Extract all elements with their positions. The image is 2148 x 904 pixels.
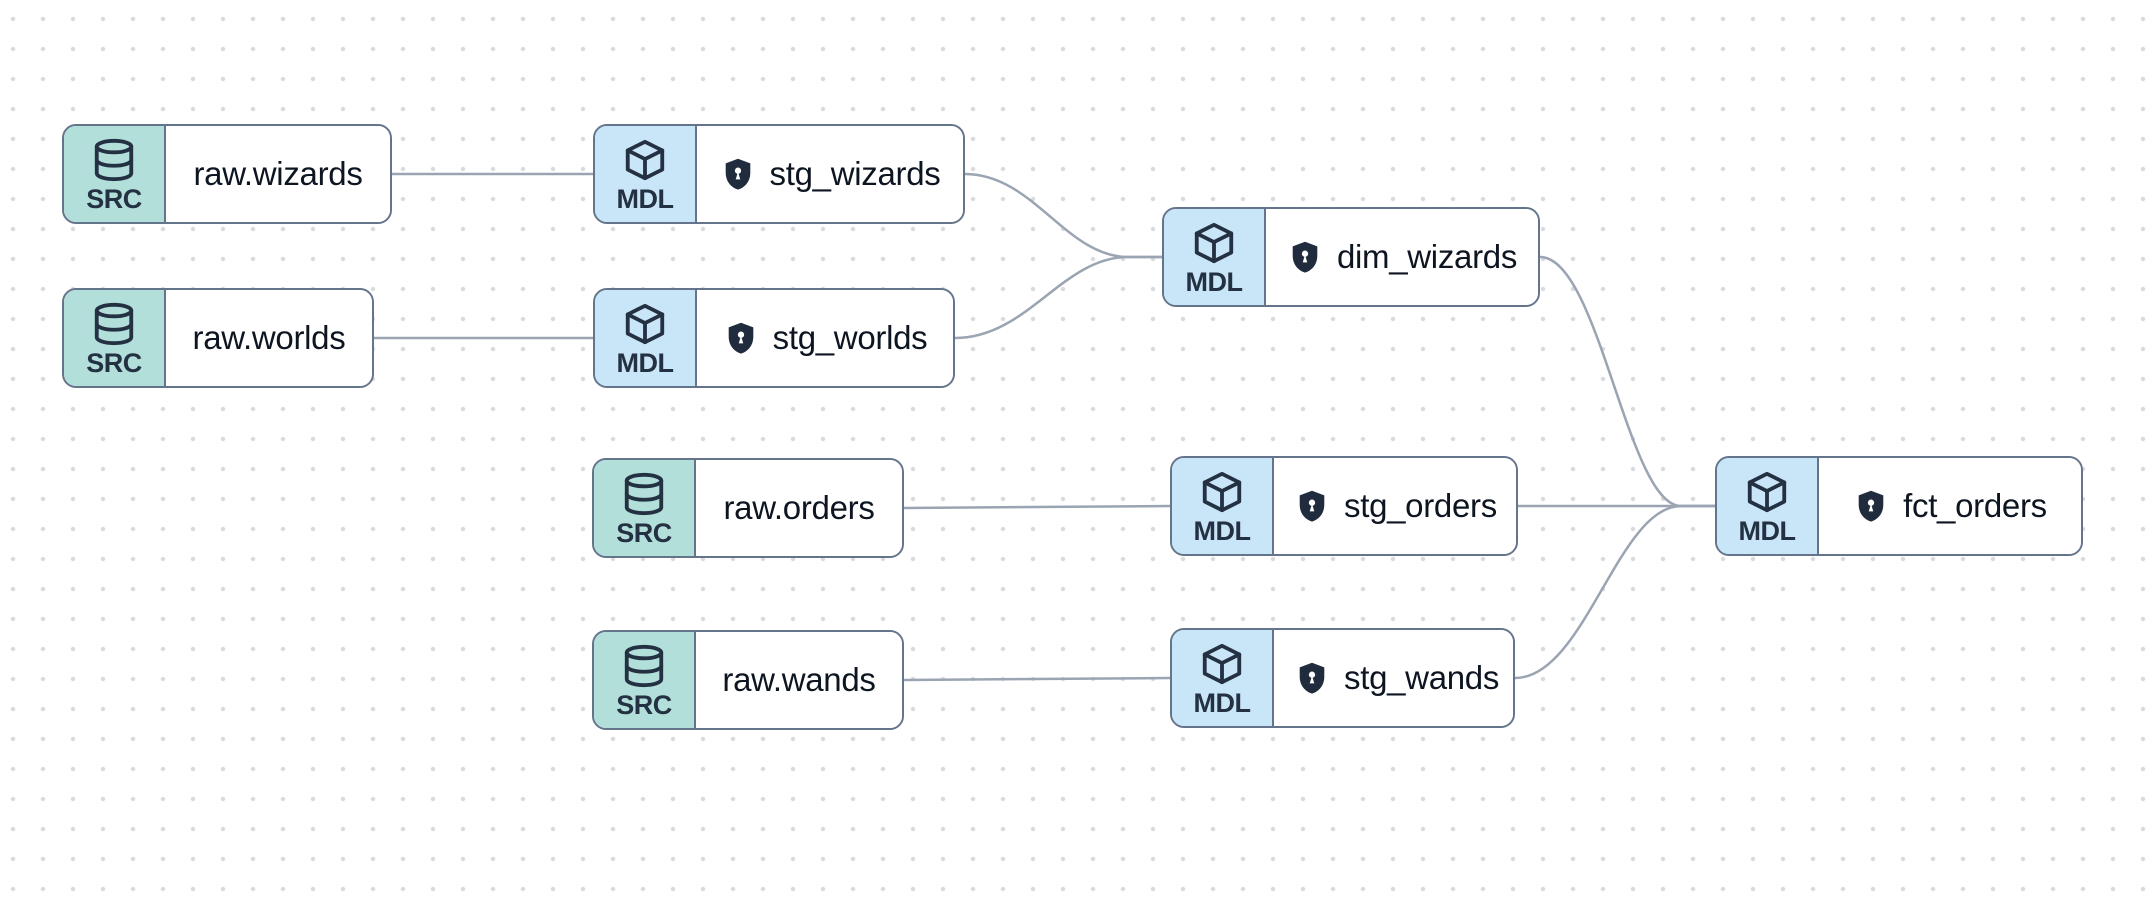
node-label: stg_wizards	[769, 155, 941, 192]
node-label-panel: raw.wizards	[166, 126, 390, 222]
node-label: raw.orders	[723, 489, 875, 526]
node-label-panel: dim_wizards	[1266, 209, 1538, 305]
node-label: stg_orders	[1344, 487, 1497, 524]
edge-stg_wands-fct_orders	[1514, 504, 1715, 680]
node-label: stg_wands	[1344, 659, 1500, 696]
node-raw_wizards[interactable]: SRC raw.wizards	[62, 124, 392, 224]
database-icon	[624, 473, 664, 516]
node-stg_orders[interactable]: MDL stg_orders	[1170, 456, 1518, 556]
node-label: stg_worlds	[772, 319, 928, 356]
node-badge-label: MDL	[616, 184, 674, 215]
node-type-panel: MDL	[1172, 458, 1274, 554]
node-raw_wands[interactable]: SRC raw.wands	[592, 630, 904, 730]
node-badge-label: MDL	[1738, 516, 1796, 547]
shield-lock-icon	[1858, 490, 1884, 522]
node-stg_wizards[interactable]: MDL stg_wizards	[593, 124, 965, 224]
node-raw_worlds[interactable]: SRC raw.worlds	[62, 288, 374, 388]
node-type-panel: SRC	[64, 126, 166, 222]
node-type-panel: MDL	[595, 290, 697, 386]
database-icon	[94, 139, 134, 182]
node-label-panel: stg_orders	[1274, 458, 1516, 554]
node-fct_orders[interactable]: MDL fct_orders	[1715, 456, 2083, 556]
node-label: raw.wizards	[193, 155, 363, 192]
database-icon	[624, 645, 664, 688]
node-label-panel: stg_worlds	[697, 290, 953, 386]
node-label-panel: stg_wizards	[697, 126, 963, 222]
node-badge-label: SRC	[86, 184, 142, 215]
node-label-panel: stg_wands	[1274, 630, 1513, 726]
node-type-panel: SRC	[594, 632, 696, 728]
edge-raw_wands-stg_wands	[903, 676, 1171, 682]
node-type-panel: MDL	[1172, 630, 1274, 726]
node-badge-label: MDL	[1193, 516, 1251, 547]
cube-icon	[1747, 472, 1787, 513]
node-label: raw.worlds	[192, 319, 346, 356]
node-label-panel: raw.worlds	[166, 290, 372, 386]
shield-lock-icon	[1299, 662, 1325, 694]
node-stg_worlds[interactable]: MDL stg_worlds	[593, 288, 955, 388]
node-badge-label: MDL	[1193, 688, 1251, 719]
edge-dim_wizards-fct_orders	[1539, 255, 1715, 508]
shield-lock-icon	[1292, 241, 1318, 273]
cube-icon	[1202, 472, 1242, 513]
node-type-panel: MDL	[595, 126, 697, 222]
node-badge-label: MDL	[1185, 267, 1243, 298]
node-badge-label: MDL	[616, 348, 674, 379]
node-badge-label: SRC	[616, 690, 672, 721]
node-type-panel: SRC	[64, 290, 166, 386]
node-stg_wands[interactable]: MDL stg_wands	[1170, 628, 1515, 728]
cube-icon	[625, 140, 665, 181]
node-label-panel: fct_orders	[1819, 458, 2081, 554]
node-dim_wizards[interactable]: MDL dim_wizards	[1162, 207, 1540, 307]
node-type-panel: SRC	[594, 460, 696, 556]
node-label-panel: raw.wands	[696, 632, 902, 728]
node-label: fct_orders	[1903, 487, 2047, 524]
shield-lock-icon	[725, 158, 750, 190]
shield-lock-icon	[1299, 490, 1325, 522]
node-label: raw.wands	[722, 661, 876, 698]
node-raw_orders[interactable]: SRC raw.orders	[592, 458, 904, 558]
edge-stg_wizards-dim_wizards	[964, 172, 1162, 259]
cube-icon	[1202, 644, 1242, 685]
node-type-panel: MDL	[1717, 458, 1819, 554]
node-type-panel: MDL	[1164, 209, 1266, 305]
edge-raw_orders-stg_orders	[903, 504, 1171, 510]
shield-lock-icon	[728, 322, 753, 354]
cube-icon	[1194, 223, 1234, 264]
node-badge-label: SRC	[616, 518, 672, 549]
node-label: dim_wizards	[1336, 238, 1518, 275]
node-label-panel: raw.orders	[696, 460, 902, 556]
cube-icon	[625, 304, 665, 345]
node-badge-label: SRC	[86, 348, 142, 379]
edge-stg_worlds-dim_wizards	[954, 255, 1162, 340]
database-icon	[94, 303, 134, 346]
